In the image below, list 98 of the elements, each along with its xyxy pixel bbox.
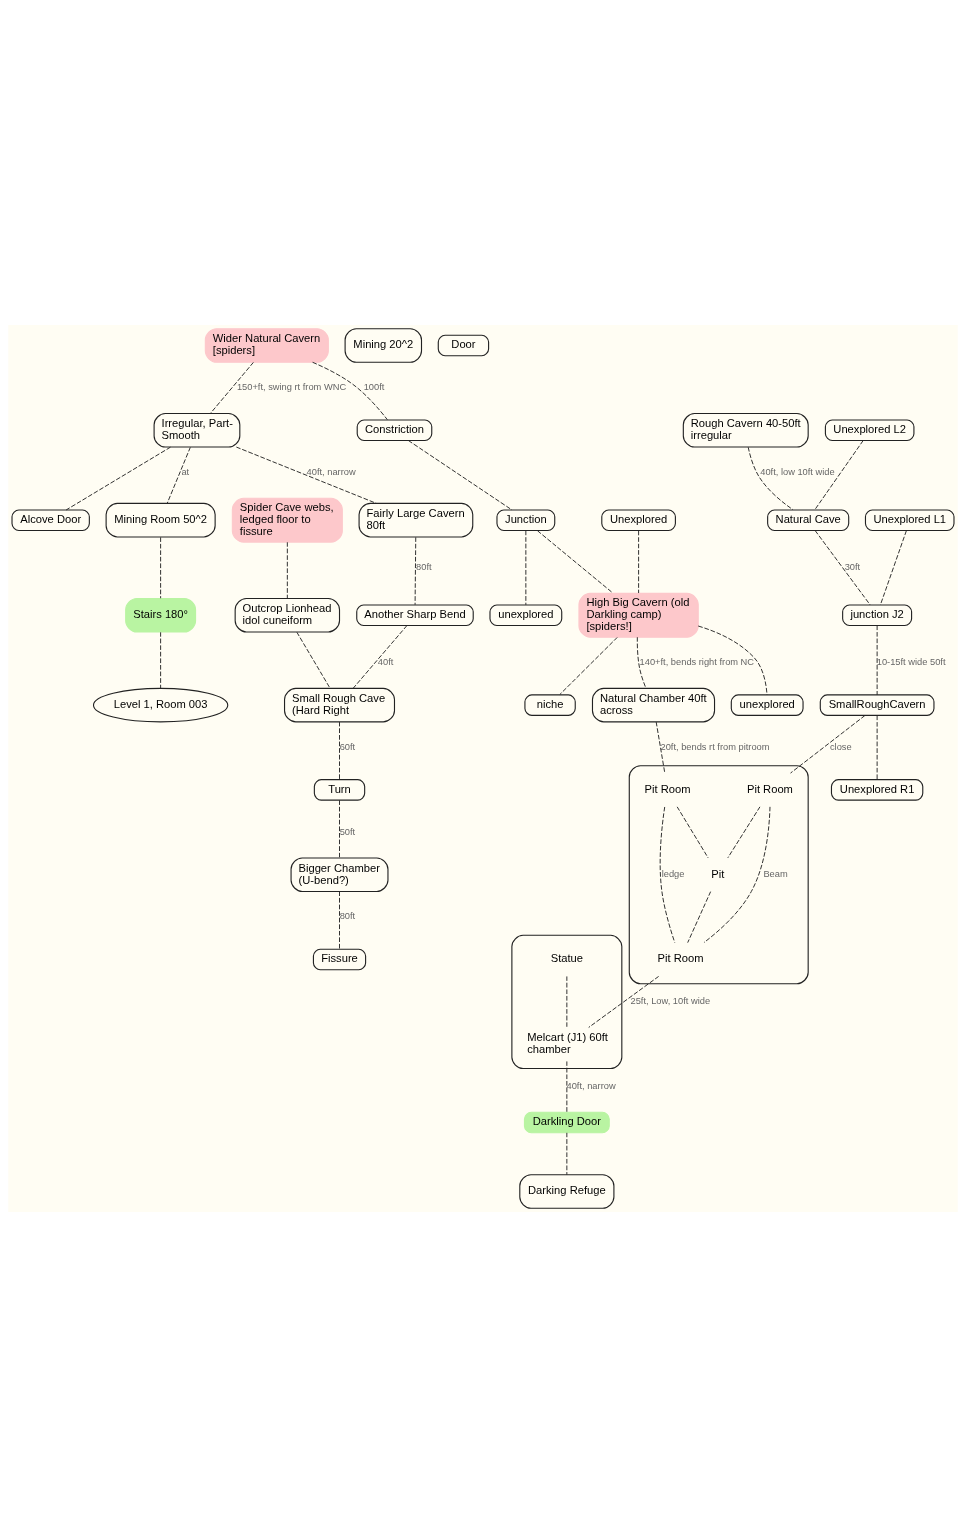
connector: [727, 805, 761, 858]
node-text: Pit: [711, 867, 725, 880]
connector: [559, 636, 618, 695]
node-box: Irregular, Part-Smooth: [153, 412, 241, 448]
node-text: Pit Room: [644, 782, 691, 795]
connector: [339, 721, 340, 780]
node-box: Fissure: [312, 948, 367, 970]
node-box: Darkling Door: [523, 1111, 610, 1133]
edge-label: close: [829, 741, 852, 752]
node-box: Door: [437, 334, 490, 356]
node-box: Rough Cavern 40-50ft irregular: [682, 412, 809, 448]
connector: [296, 631, 331, 689]
node-box: Unexplored R1: [830, 778, 924, 801]
node-box: Small Rough Cave (Hard Right: [284, 687, 396, 722]
node-box: Stairs 180°: [125, 597, 197, 633]
node-text: Pit Room: [657, 951, 704, 964]
node-box: niche: [524, 693, 576, 716]
connector: [876, 624, 878, 695]
connector: [876, 714, 878, 780]
node-box: Another Sharp Bend: [356, 603, 474, 626]
node-box: Turn: [313, 778, 366, 801]
edge-label: 30ft: [844, 561, 861, 572]
connector: [588, 975, 660, 1028]
connector: [566, 1060, 568, 1113]
edge-label: at: [181, 466, 190, 477]
node-text: Melcart (J1) 60ft chamber: [527, 1030, 608, 1055]
node-box: Bigger Chamber (U-bend?): [290, 856, 389, 892]
connector: [747, 446, 794, 510]
edge-label: Beam: [763, 868, 788, 879]
node-box: Fairly Large Cavern 80ft: [358, 502, 474, 538]
connector: [659, 806, 676, 943]
connector: [352, 624, 408, 689]
edge-label: 40ft, narrow: [306, 466, 356, 477]
connector: [566, 1131, 568, 1175]
connector: [209, 361, 254, 414]
node-box: unexplored: [489, 603, 563, 626]
edge-label: 80ft: [416, 561, 432, 572]
connector: [676, 805, 709, 858]
node-box: Spider Cave webs, ledged floor to fissure: [231, 497, 343, 543]
edge-label: 140+ft, bends right from NC: [639, 656, 755, 667]
connector: [160, 536, 162, 599]
edge-label: 100ft: [363, 381, 385, 392]
node-box: Mining 20^2: [344, 327, 423, 363]
node-box: Constriction: [356, 419, 433, 441]
node-box: SmallRoughCavern: [819, 693, 935, 716]
connector: [408, 439, 513, 510]
connector: [414, 536, 417, 605]
connector: [312, 361, 388, 420]
connector: [525, 529, 527, 605]
connector: [814, 529, 871, 605]
node-box: Unexplored L2: [824, 419, 915, 441]
edge-label: 10-15ft wide 50ft: [876, 656, 946, 667]
edge-label: ledge: [661, 868, 685, 879]
node-box: junction J2: [842, 603, 913, 626]
connector: [790, 714, 866, 774]
edge-label: 80ft: [339, 910, 356, 921]
cluster: [628, 764, 809, 984]
connector: [339, 890, 340, 949]
connector: [166, 446, 191, 504]
connector: [160, 631, 162, 689]
edge-label: 20ft, bends rt from pitroom: [660, 741, 770, 752]
connector: [703, 805, 771, 943]
edge-label: 40ft, low 10ft wide: [760, 466, 835, 477]
connector: [65, 446, 171, 510]
node-box: Darking Refuge: [519, 1173, 615, 1209]
edge-label: 50ft: [339, 826, 356, 837]
node-box: Unexplored: [601, 508, 676, 531]
edge-label: 25ft, Low, 10ft wide: [630, 995, 711, 1006]
edge-label: 150+ft, swing rt from WNC: [236, 381, 347, 392]
connector: [879, 529, 907, 605]
node-box: Natural Chamber 40ft across: [591, 687, 716, 722]
connector: [636, 636, 647, 689]
connector: [638, 529, 640, 593]
node-box: Junction: [496, 508, 556, 531]
node-box: unexplored: [730, 693, 804, 716]
edge-label: 60ft: [339, 741, 356, 752]
connector: [537, 529, 614, 593]
connector: [286, 541, 288, 599]
connector: [814, 439, 864, 510]
node-box: High Big Cavern (old Darkling camp) [spiders!]: [578, 592, 699, 638]
node-ellipse: Level 1, Room 003: [92, 687, 229, 722]
node-box: Mining Room 50^2: [105, 502, 216, 538]
node-box: Wider Natural Cavern [spiders]: [204, 327, 329, 363]
connector: [655, 721, 666, 774]
edge-label: 40ft: [377, 656, 394, 667]
node-box: Unexplored L1: [864, 508, 955, 531]
node-box: Outcrop Lionhead idol cuneiform: [234, 597, 341, 633]
node-text: Pit Room: [746, 782, 793, 795]
node-box: Alcove Door: [11, 508, 90, 531]
cluster: [511, 934, 623, 1069]
connector: [687, 890, 712, 943]
node-box: Natural Cave: [767, 508, 850, 531]
node-text: Statue: [550, 951, 584, 964]
connector: [235, 446, 377, 504]
connector: [339, 799, 340, 858]
connector: [697, 625, 768, 695]
edge-label: 40ft, narrow: [566, 1080, 616, 1091]
connector: [566, 975, 568, 1028]
